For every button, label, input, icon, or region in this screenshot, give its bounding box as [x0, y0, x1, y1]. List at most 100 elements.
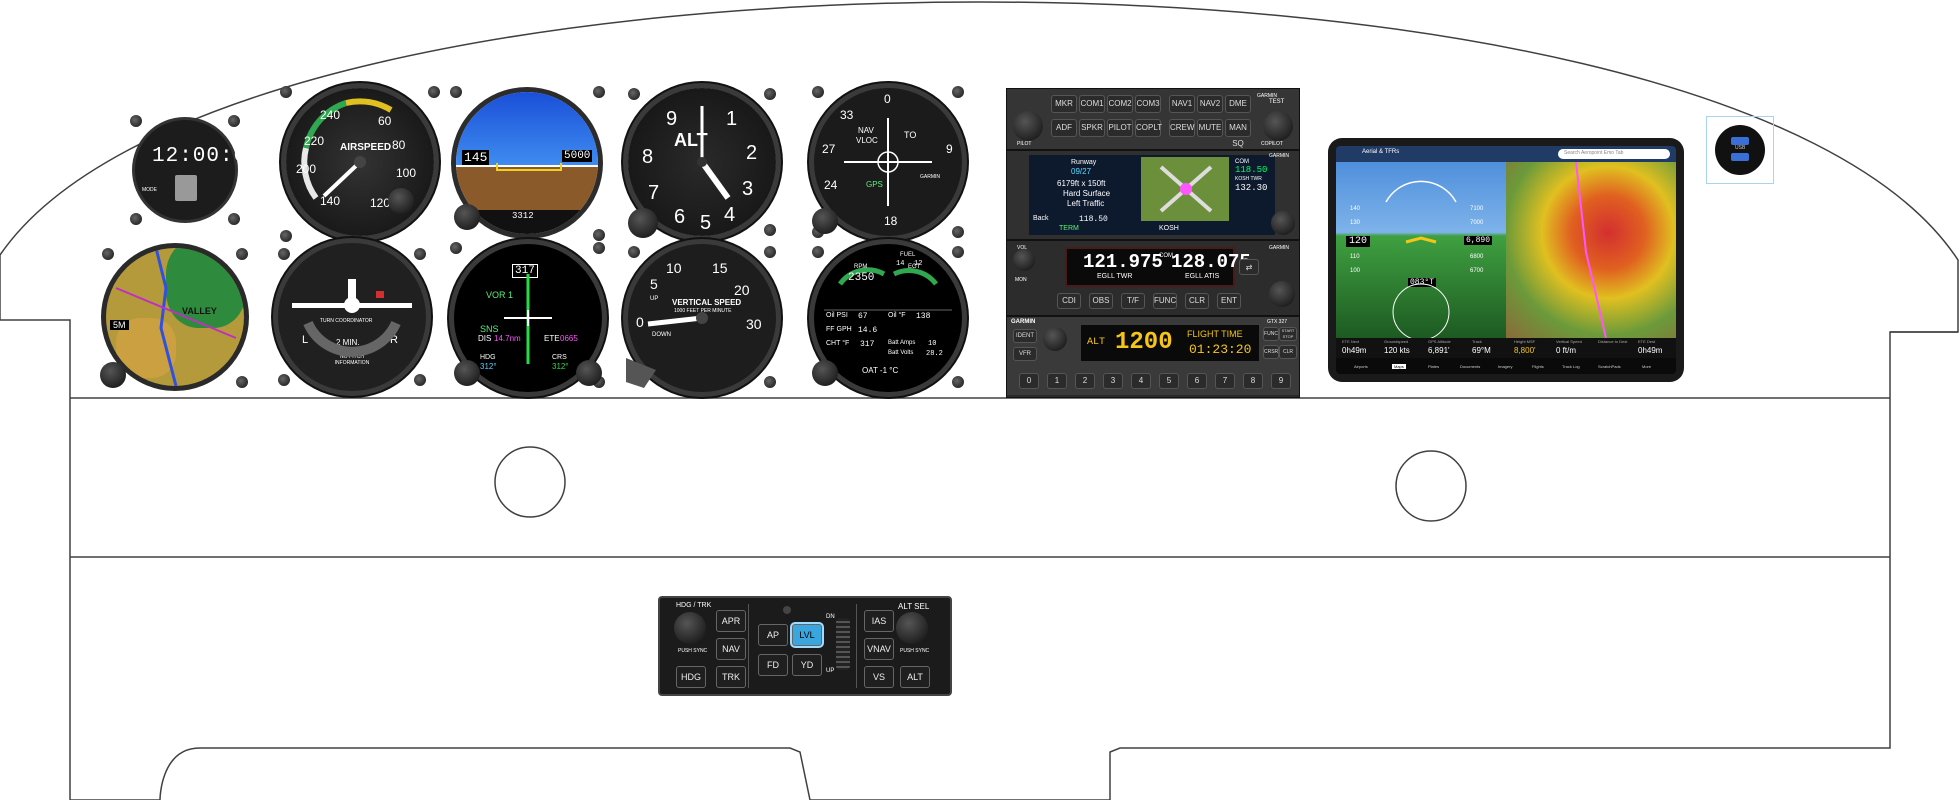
- tab-plates[interactable]: Plates: [1428, 364, 1440, 369]
- audio-btn[interactable]: MAN SQ: [1225, 119, 1251, 148]
- ap-hdg-button[interactable]: HDG: [676, 666, 706, 688]
- navcom-vol-label: VOL: [1017, 245, 1028, 251]
- xpdr-digit-6[interactable]: 6: [1187, 373, 1207, 389]
- audio-btn[interactable]: PILOT: [1107, 119, 1133, 137]
- navcom-vol-knob[interactable]: [1013, 249, 1035, 271]
- navcom-btn[interactable]: T/F: [1121, 293, 1145, 309]
- gtn-screen[interactable]: Runway 09/27 6179ft x 150ft Hard Surface…: [1029, 155, 1275, 235]
- ap-alt-sel-label: ALT SEL: [898, 602, 930, 611]
- map-range-knob[interactable]: [100, 362, 126, 388]
- ap-apr-button[interactable]: APR: [716, 610, 746, 632]
- gtn-com-standby[interactable]: 132.30: [1235, 183, 1268, 193]
- hsi-heading: 317: [512, 264, 538, 278]
- ap-yd-button[interactable]: YD: [792, 654, 822, 676]
- xpdr-digit-2[interactable]: 2: [1075, 373, 1095, 389]
- audio-btn[interactable]: CREW: [1169, 119, 1195, 137]
- tab-scratchpads[interactable]: ScratchPads: [1598, 364, 1621, 369]
- attitude-knob[interactable]: [454, 204, 480, 230]
- navcom-btn[interactable]: CDI: [1057, 293, 1081, 309]
- tablet-synthetic-vision[interactable]: 120 6,890 083°T 140 130 110 100 7100 700…: [1336, 162, 1506, 338]
- xpdr-digit-4[interactable]: 4: [1131, 373, 1151, 389]
- ap-hdg-knob[interactable]: [674, 612, 706, 644]
- xpdr-digit-1[interactable]: 1: [1047, 373, 1067, 389]
- ap-trk-button[interactable]: TRK: [716, 666, 746, 688]
- navcom-standby[interactable]: 128.075: [1171, 251, 1251, 273]
- usb-port-icon[interactable]: [1731, 153, 1749, 161]
- stat-value: 8,800': [1514, 346, 1536, 355]
- ap-alt-knob[interactable]: [896, 612, 928, 644]
- xpdr-right-btn[interactable]: FUNC: [1263, 327, 1279, 341]
- audio-copilot-knob[interactable]: [1263, 111, 1293, 141]
- navcom-btn[interactable]: CLR: [1185, 293, 1209, 309]
- tablet-alt-tick: 7000: [1470, 220, 1484, 226]
- xpdr-right-btn[interactable]: CRSR: [1263, 345, 1279, 359]
- xpdr-right-btn[interactable]: START STOP: [1279, 327, 1297, 341]
- clock-usb-port-icon[interactable]: [175, 175, 197, 201]
- altimeter-tick: 2: [746, 142, 758, 164]
- xpdr-mode-knob[interactable]: [1043, 327, 1067, 351]
- ap-alt-button[interactable]: ALT: [900, 666, 930, 688]
- tablet-search-input[interactable]: Search Aeropoint Emo Tab: [1558, 149, 1670, 159]
- xpdr-digit-7[interactable]: 7: [1215, 373, 1235, 389]
- usb-port-icon[interactable]: [1731, 137, 1749, 145]
- tab-maps[interactable]: Maps: [1392, 364, 1406, 369]
- hsi-hdg-knob[interactable]: [454, 360, 480, 386]
- airspeed-tick: 120: [370, 196, 391, 210]
- ap-fd-button[interactable]: FD: [758, 654, 788, 676]
- airspeed-knob[interactable]: [388, 188, 414, 214]
- audio-btn[interactable]: COM1: [1079, 95, 1105, 113]
- audio-btn[interactable]: MKR: [1051, 95, 1077, 113]
- altimeter-baro-knob[interactable]: [628, 208, 658, 238]
- tablet-pfd-heading: 083°T: [1408, 278, 1437, 287]
- xpdr-left-btn[interactable]: VFR: [1013, 347, 1037, 361]
- stat-label: Groundspeed: [1384, 339, 1409, 344]
- gtn-knob[interactable]: [1271, 211, 1295, 235]
- audio-btn[interactable]: MUTE: [1197, 119, 1223, 137]
- audio-btn[interactable]: DME: [1225, 95, 1251, 113]
- ap-nav-button[interactable]: NAV: [716, 638, 746, 660]
- xpdr-digit-0[interactable]: 0: [1019, 373, 1039, 389]
- xpdr-digit-9[interactable]: 9: [1271, 373, 1291, 389]
- cdi-gps-label: GPS: [866, 180, 883, 189]
- ap-pitch-wheel[interactable]: [836, 618, 850, 670]
- audio-btn[interactable]: COPLT: [1135, 119, 1162, 137]
- navcom-btn[interactable]: FUNC: [1153, 293, 1177, 309]
- navcom-active[interactable]: 121.975: [1083, 251, 1163, 273]
- airspeed-tick: 100: [396, 166, 417, 180]
- xpdr-right-btn[interactable]: CLR: [1279, 345, 1297, 359]
- ap-ap-button[interactable]: AP: [758, 624, 788, 646]
- audio-btn[interactable]: COM2: [1107, 95, 1133, 113]
- tab-flights[interactable]: Flights: [1532, 364, 1544, 369]
- xpdr-digit-8[interactable]: 8: [1243, 373, 1263, 389]
- cdi-obs-knob[interactable]: [812, 208, 838, 234]
- xpdr-digit-5[interactable]: 5: [1159, 373, 1179, 389]
- ap-ias-button[interactable]: IAS: [864, 610, 894, 632]
- ap-lvl-button[interactable]: LVL: [792, 624, 822, 646]
- engine-knob[interactable]: [812, 360, 838, 386]
- xpdr-left-btn[interactable]: IDENT: [1013, 329, 1037, 343]
- ap-vs-button[interactable]: VS: [864, 666, 894, 688]
- tablet-top-menu[interactable]: Aerial & TFRs: [1362, 149, 1400, 155]
- gtn-back[interactable]: Back: [1033, 215, 1049, 222]
- audio-btn[interactable]: ADF: [1051, 119, 1077, 137]
- audio-btn[interactable]: COM3: [1135, 95, 1161, 113]
- navcom-btn[interactable]: ENT: [1217, 293, 1241, 309]
- tab-track-log[interactable]: Track Log: [1562, 364, 1580, 369]
- gtn-map[interactable]: [1141, 157, 1229, 221]
- audio-pilot-knob[interactable]: [1013, 111, 1043, 141]
- tab-documents[interactable]: Documents: [1460, 364, 1481, 369]
- hsi-crs-knob[interactable]: [576, 360, 602, 386]
- navcom-tune-knob[interactable]: [1269, 281, 1295, 307]
- tab-airports[interactable]: Airports: [1354, 364, 1368, 369]
- ap-vnav-button[interactable]: VNAV: [864, 638, 894, 660]
- navcom-swap-button[interactable]: ⇄: [1239, 259, 1259, 275]
- navcom-btn[interactable]: OBS: [1089, 293, 1113, 309]
- audio-btn[interactable]: NAV1: [1169, 95, 1195, 113]
- xpdr-digit-3[interactable]: 3: [1103, 373, 1123, 389]
- tablet-weather-map[interactable]: [1506, 161, 1676, 339]
- gtn-com-active[interactable]: 118.50: [1235, 165, 1268, 175]
- audio-btn[interactable]: SPKR: [1079, 119, 1105, 137]
- audio-btn[interactable]: NAV2: [1197, 95, 1223, 113]
- tab-imagery[interactable]: Imagery: [1498, 364, 1513, 369]
- tab-more[interactable]: More: [1642, 364, 1652, 369]
